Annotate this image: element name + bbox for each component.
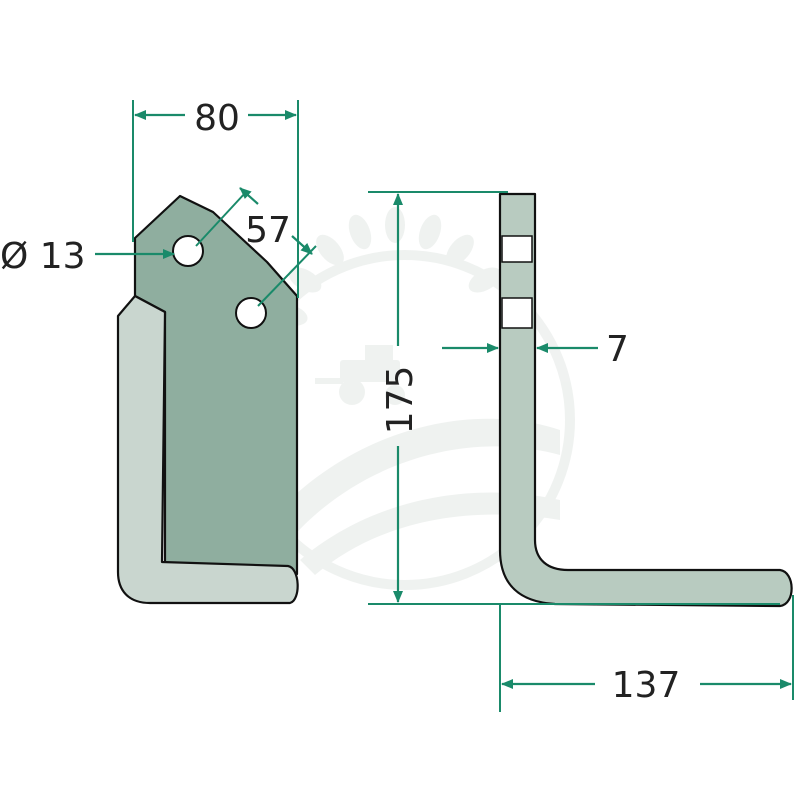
dimension-hole-spacing-label: 57 xyxy=(245,210,291,251)
blade-side-profile xyxy=(498,192,793,608)
dimension-thickness: 7 xyxy=(442,329,629,370)
dimension-width-label: 80 xyxy=(194,98,240,139)
side-hole-slot-1 xyxy=(501,235,533,263)
dimension-hole-diameter-label: Ø 13 xyxy=(0,236,86,277)
dimension-length: 137 xyxy=(499,595,794,712)
dimension-thickness-label: 7 xyxy=(606,329,629,370)
dimension-height: 175 xyxy=(368,191,780,605)
side-view xyxy=(498,192,793,608)
mounting-hole-upper xyxy=(172,235,204,267)
dimension-hole-spacing: 57 xyxy=(195,187,317,307)
blade-front-flange xyxy=(116,294,299,605)
front-view xyxy=(116,194,299,605)
side-hole-slot-2 xyxy=(501,297,533,329)
dimension-length-label: 137 xyxy=(612,665,681,706)
dimension-hole-diameter: Ø 13 xyxy=(0,236,175,277)
dimension-height-label: 175 xyxy=(380,366,421,435)
dimension-width: 80 xyxy=(132,98,299,298)
